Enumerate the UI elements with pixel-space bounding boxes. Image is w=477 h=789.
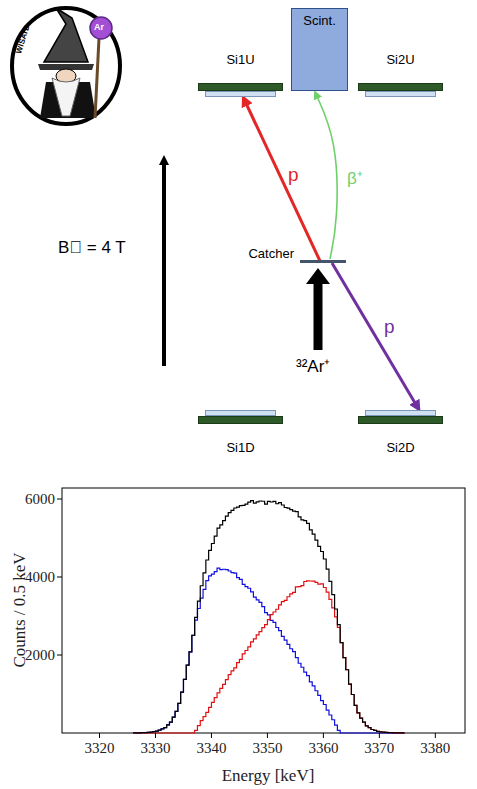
spacer [198, 424, 283, 440]
tick-mark [379, 733, 380, 738]
detector-label: Catcher [248, 246, 294, 261]
detector-plate [358, 410, 443, 424]
plate-silicon [198, 416, 283, 424]
detector-label: Si2D [358, 440, 443, 455]
silicon-detector: Si1U [198, 52, 283, 97]
logo-ring [12, 8, 120, 124]
plate-silicon [358, 83, 443, 91]
tick-mark [211, 733, 212, 738]
box-label: Scint. [295, 13, 344, 28]
axis-title: Energy [keV] [222, 766, 315, 786]
logo-text: Ar [94, 22, 104, 32]
silicon-detector: Si2D [358, 410, 443, 455]
plate-strip [365, 91, 436, 97]
tick-label: 3320 [85, 740, 115, 757]
plate-silicon [198, 83, 283, 91]
tick-mark [323, 733, 324, 738]
tick-label: 3330 [140, 740, 170, 757]
tick-mark [435, 733, 436, 738]
proton-track [332, 263, 419, 410]
spacer [198, 67, 283, 83]
sum-histogram [133, 501, 404, 733]
histogram [57, 488, 465, 738]
plate-silicon [358, 416, 443, 424]
particle-label: p [288, 164, 299, 186]
catcher-foil: Catcher [248, 246, 346, 263]
plate-strip [205, 91, 276, 97]
wizard-staff [95, 38, 99, 118]
tick-label: 3340 [196, 740, 226, 757]
detector-label: Si1U [198, 52, 283, 67]
axis-title: Counts / 0.5 keV [10, 552, 30, 667]
tick-label: 3370 [364, 740, 394, 757]
field-arrow [162, 160, 166, 366]
tick-mark [57, 499, 62, 500]
plot-frame [62, 488, 465, 733]
detector-plate [198, 83, 283, 97]
field-label: B⃗ = 4 T [58, 238, 126, 258]
silicon-detector: Si1D [198, 410, 283, 455]
wizard-hat [44, 8, 88, 62]
detector-label: Si1D [198, 440, 283, 455]
silicon-detector: Si2U [358, 52, 443, 97]
staff-orb [90, 17, 112, 39]
beam-arrowhead [306, 268, 330, 284]
tick-mark [57, 655, 62, 656]
particle-label: p [384, 316, 395, 338]
tick-label: 3380 [420, 740, 450, 757]
tick-label: 4000 [25, 569, 55, 586]
scintillator-box: Scint. [291, 8, 348, 91]
tick-label: 3350 [252, 740, 282, 757]
blue-histogram [133, 568, 404, 733]
spacer [358, 67, 443, 83]
tick-label: 2000 [25, 647, 55, 664]
positron-track [315, 92, 337, 259]
proton-track [243, 97, 320, 261]
wizard-beard [52, 78, 80, 116]
detector-plate [198, 410, 283, 424]
beam-arrow [314, 282, 323, 350]
tick-label: 3360 [308, 740, 338, 757]
catcher-foil-line [300, 260, 346, 263]
tick-mark [57, 577, 62, 578]
detector-plate [358, 83, 443, 97]
wizard-logo [12, 8, 120, 124]
tick-mark [267, 733, 268, 738]
tick-mark [99, 733, 100, 738]
beam-label: ³²Ar⁺ [296, 354, 330, 377]
red-histogram [133, 581, 404, 733]
detector-label: Si2U [358, 52, 443, 67]
spacer [358, 424, 443, 440]
tick-mark [155, 733, 156, 738]
particle-label: β⁺ [347, 166, 363, 189]
tick-label: 6000 [25, 491, 55, 508]
